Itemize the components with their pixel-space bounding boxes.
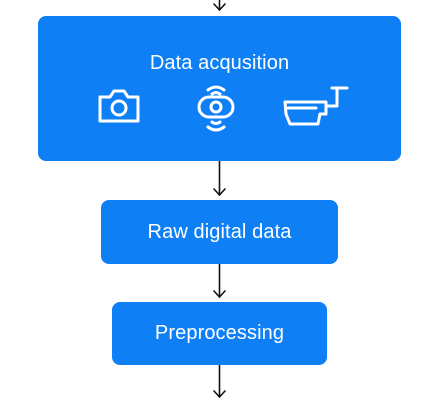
- node-data-acquisition: Data acqusition: [38, 16, 401, 161]
- arrow-raw-to-preprocessing: [213, 263, 226, 298]
- node-label: Preprocessing: [154, 322, 285, 344]
- arrow-into-acquisition: [213, 0, 226, 11]
- arrow-acquisition-to-raw: [213, 160, 226, 196]
- arrow-out-of-preprocessing: [213, 364, 226, 398]
- node-raw-digital-data: Raw digital data: [101, 200, 338, 264]
- node-label: Data acqusition: [149, 52, 290, 74]
- camera-icon: [97, 88, 141, 124]
- webcam-icon: [196, 82, 236, 138]
- node-label: Raw digital data: [147, 220, 292, 243]
- node-preprocessing: Preprocessing: [112, 302, 327, 365]
- security-camera-icon: [282, 84, 352, 128]
